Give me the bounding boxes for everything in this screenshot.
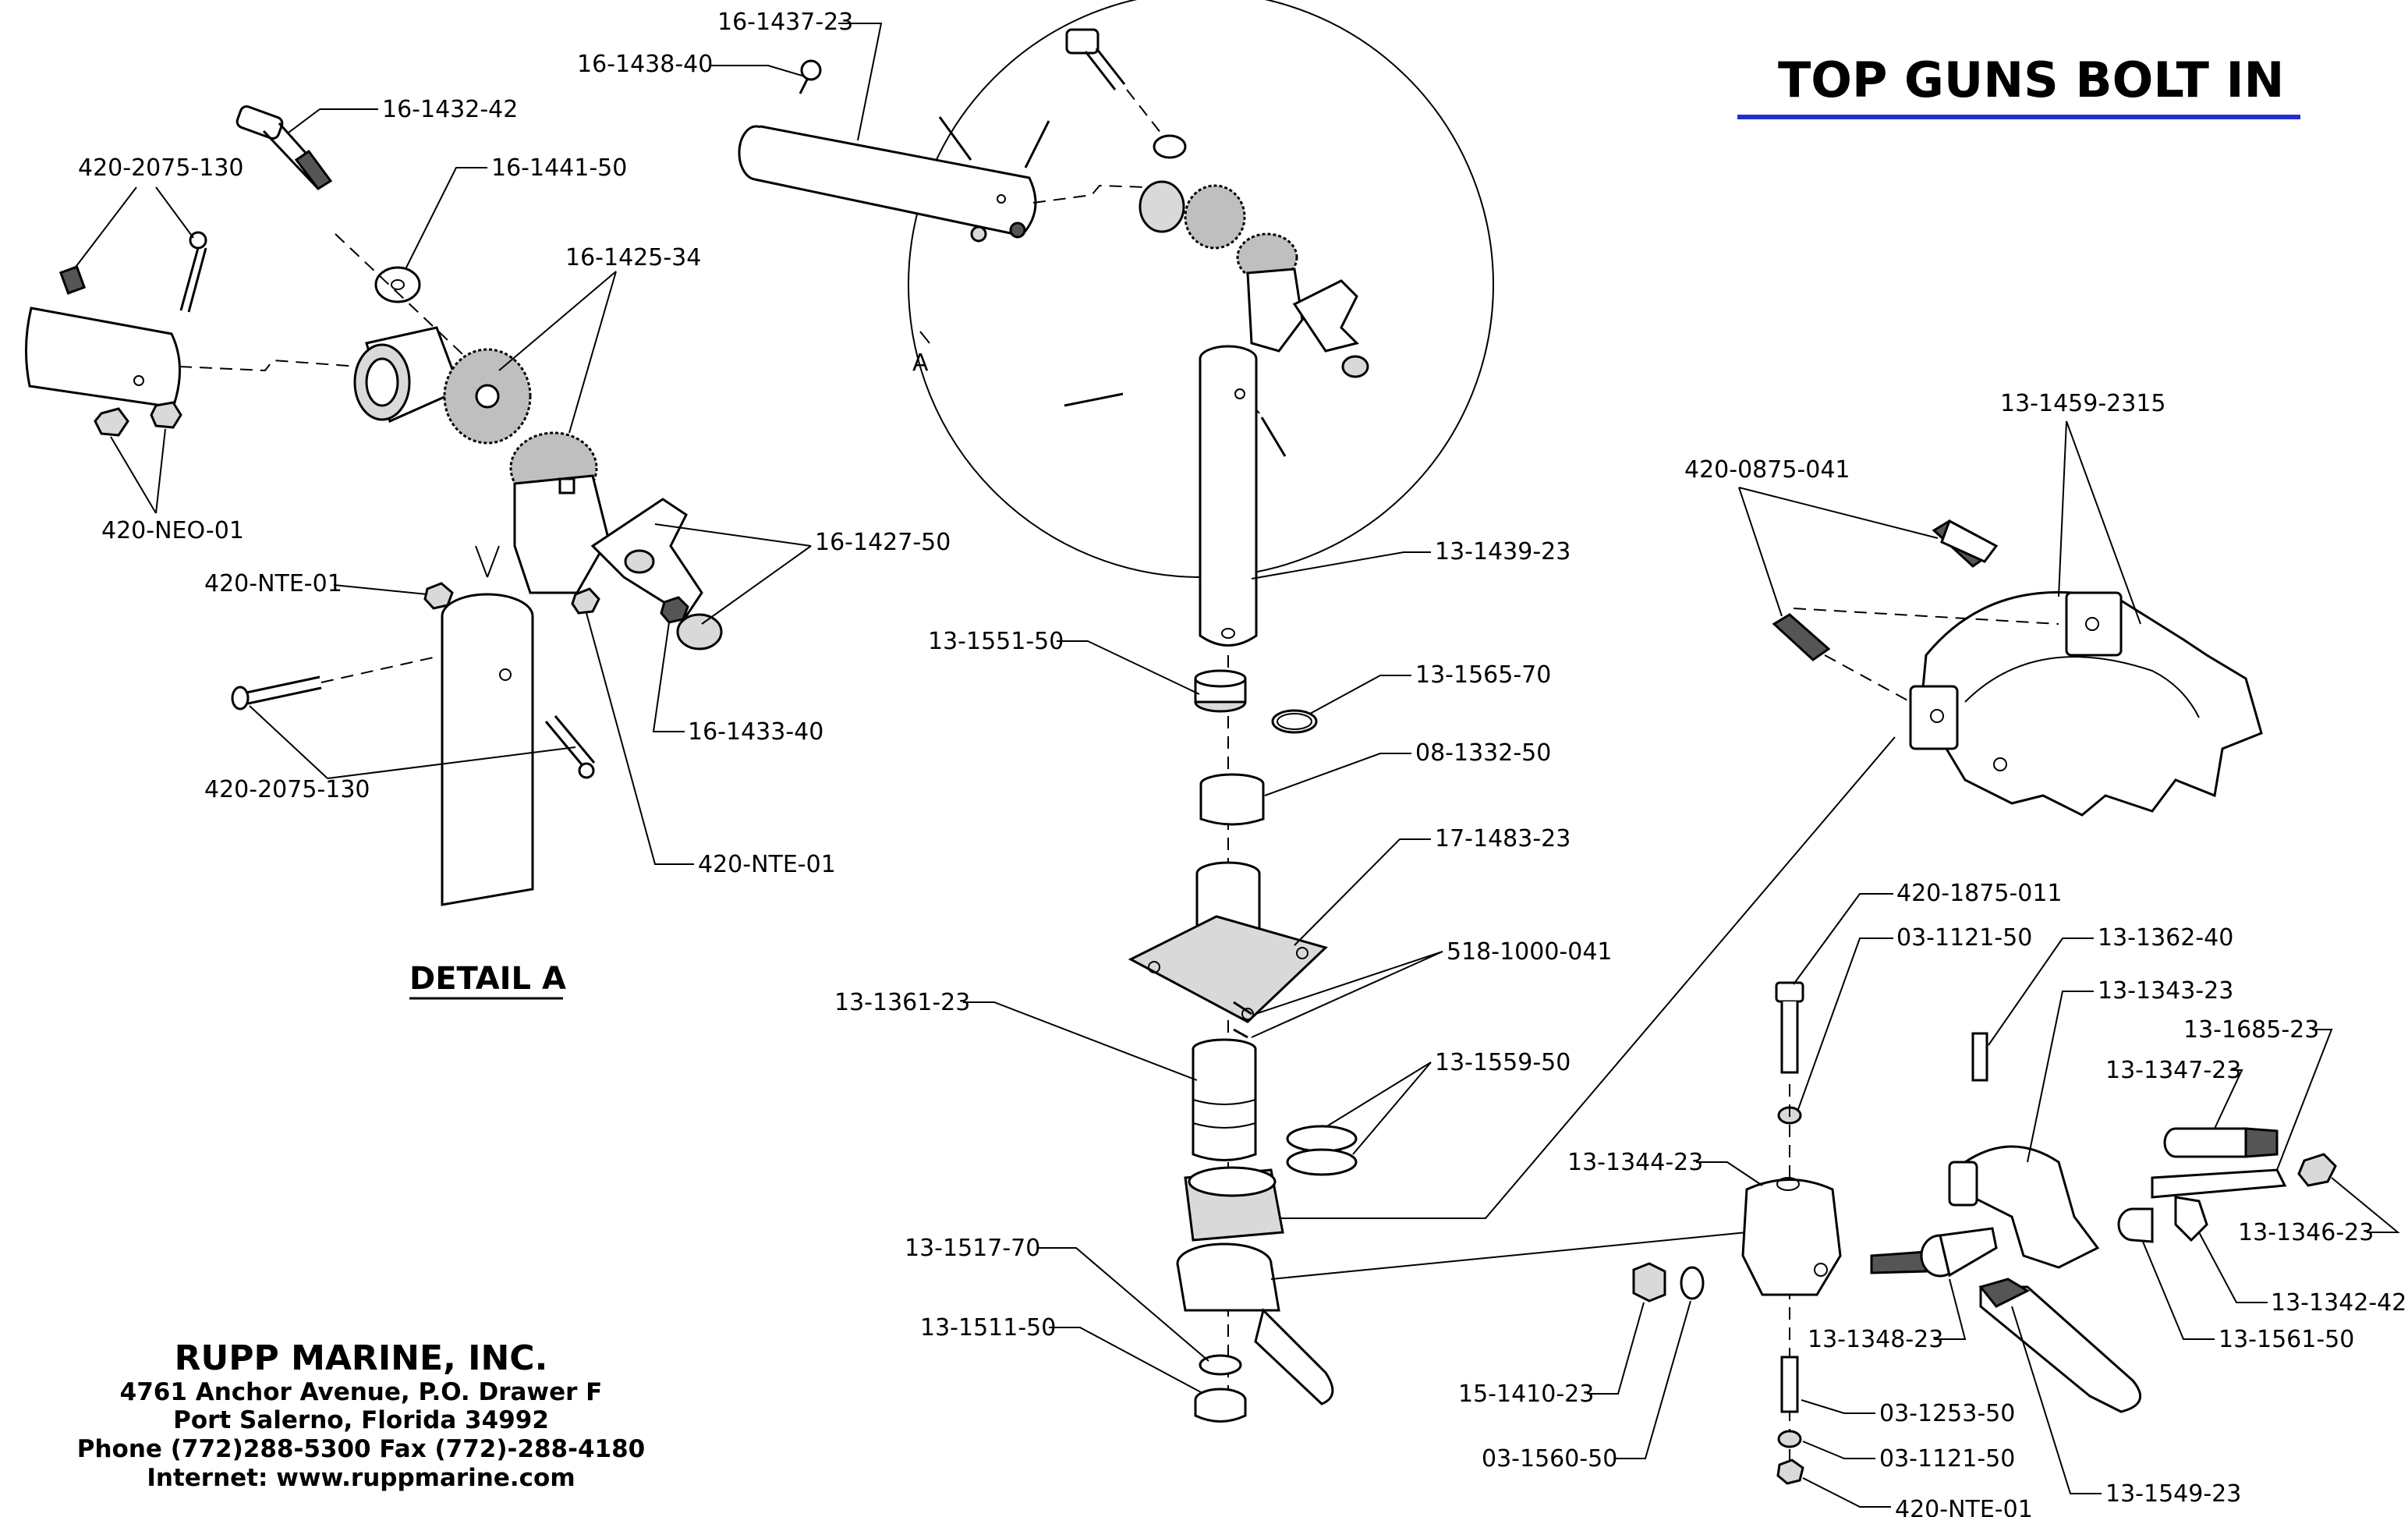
view-marker-a: A	[912, 349, 929, 377]
label-420-nte-01-c: 420-NTE-01	[1895, 1496, 2033, 1517]
detail-a-caption: DETAIL A	[409, 961, 566, 997]
nut-nte-b	[571, 587, 600, 615]
label-420-neo-01: 420-NEO-01	[101, 517, 244, 544]
label-13-1344-23: 13-1344-23	[1567, 1149, 1703, 1176]
label-13-1511-50: 13-1511-50	[920, 1314, 1056, 1342]
company-name: RUPP MARINE, INC.	[175, 1338, 548, 1378]
label-13-1439-23: 13-1439-23	[1435, 538, 1571, 565]
company-address-line1: 4761 Anchor Avenue, P.O. Drawer F	[120, 1378, 603, 1406]
label-13-1347-23: 13-1347-23	[2105, 1057, 2241, 1084]
nut-16-1433-40	[660, 596, 689, 624]
center-hub	[1138, 180, 1185, 233]
bolt-420-1875-011	[1775, 981, 1804, 1003]
label-03-1560-50: 03-1560-50	[1482, 1445, 1617, 1473]
company-address-line2: Port Salerno, Florida 34992	[173, 1406, 549, 1434]
knob-cap	[676, 613, 723, 650]
label-13-1551-50: 13-1551-50	[928, 628, 1064, 655]
detail-a-assembly	[24, 105, 723, 906]
label-16-1425-34: 16-1425-34	[565, 244, 701, 271]
label-420-2075-130-bottom: 420-2075-130	[204, 776, 370, 803]
label-16-1441-50: 16-1441-50	[491, 154, 627, 182]
label-13-1343-23: 13-1343-23	[2098, 977, 2233, 1005]
spacer-03-1253-50	[1780, 1356, 1799, 1413]
diagram-title: TOP GUNS BOLT IN	[1778, 51, 2284, 108]
label-03-1253-50: 03-1253-50	[1879, 1400, 2015, 1427]
label-420-0875-041: 420-0875-041	[1684, 456, 1850, 484]
washer-03-1560-50	[1680, 1266, 1705, 1300]
nut-neo-b	[150, 401, 182, 429]
detail-pipe	[441, 616, 534, 906]
nut-13-1346-23	[2297, 1153, 2337, 1187]
detail-a-labels: 16-1432-42 16-1441-50 420-2075-130 16-14…	[73, 96, 951, 1000]
plate-13-1342-42	[2174, 1196, 2208, 1242]
label-518-1000-041: 518-1000-041	[1447, 938, 1613, 966]
label-420-nte-01-b: 420-NTE-01	[698, 851, 836, 878]
label-03-1121-50-a: 03-1121-50	[1896, 924, 2032, 952]
clamp-half-13-1343-23	[1964, 1145, 2100, 1269]
label-13-1346-23: 13-1346-23	[2238, 1219, 2374, 1246]
clamp-body-13-1344-23	[1741, 1179, 1842, 1296]
label-08-1332-50: 08-1332-50	[1415, 739, 1551, 767]
bolt-16-1432-42	[235, 105, 333, 190]
label-15-1410-23: 15-1410-23	[1458, 1381, 1594, 1408]
bolt-13-1347-23	[2176, 1127, 2247, 1158]
ring-13-1559-50a	[1286, 1125, 1358, 1153]
label-13-1342-42: 13-1342-42	[2271, 1289, 2406, 1317]
center-labels: 16-1437-23 16-1438-40 13-1439-23 13-1551…	[577, 9, 1896, 1393]
label-13-1348-23: 13-1348-23	[1808, 1326, 1943, 1353]
label-16-1433-40: 16-1433-40	[688, 718, 823, 746]
shaft-13-1348-23	[1870, 1250, 1928, 1274]
label-13-1549-23: 13-1549-23	[2105, 1480, 2241, 1508]
label-16-1427-50: 16-1427-50	[815, 529, 951, 556]
label-420-nte-01-a: 420-NTE-01	[204, 570, 342, 597]
label-13-1561-50: 13-1561-50	[2219, 1326, 2354, 1353]
company-phone: Phone (772)288-5300 Fax (772)-288-4180	[77, 1435, 646, 1463]
label-13-1517-70: 13-1517-70	[905, 1235, 1040, 1262]
label-16-1432-42: 16-1432-42	[382, 96, 518, 123]
label-13-1559-50: 13-1559-50	[1435, 1049, 1571, 1076]
main-pole	[1199, 359, 1258, 647]
base-plate-17-1483-23	[1128, 915, 1328, 1023]
ring-13-1559-50b	[1286, 1148, 1358, 1176]
nut-neo-a	[94, 407, 129, 437]
label-17-1483-23: 17-1483-23	[1435, 825, 1571, 852]
stud-13-1685-23	[2151, 1168, 2287, 1199]
pin-13-1362-40	[1971, 1032, 1988, 1082]
company-block: RUPP MARINE, INC. 4761 Anchor Avenue, P.…	[77, 1338, 646, 1492]
right-labels: 13-1459-2315 420-0875-041 420-1875-011 0…	[1458, 390, 2406, 1517]
screw-lower	[231, 656, 596, 779]
label-03-1121-50-b: 03-1121-50	[1879, 1445, 2015, 1473]
label-13-1362-40: 13-1362-40	[2098, 924, 2233, 952]
label-16-1437-23: 16-1437-23	[717, 9, 853, 36]
center-handle	[1254, 1308, 1334, 1405]
handle-13-1549-23	[1979, 1285, 2141, 1413]
label-13-1565-70: 13-1565-70	[1415, 661, 1551, 689]
screw-upper	[179, 231, 207, 313]
label-13-1685-23: 13-1685-23	[2183, 1016, 2319, 1044]
center-assembly: A	[738, 0, 1494, 1423]
company-internet: Internet: www.ruppmarine.com	[147, 1464, 575, 1492]
label-16-1438-40: 16-1438-40	[577, 51, 713, 78]
label-420-1875-011: 420-1875-011	[1896, 880, 2063, 907]
nut-15-1410-23	[1632, 1262, 1666, 1303]
top-tube	[754, 125, 1037, 237]
washer-16-1441-50	[374, 266, 421, 303]
capscrew-b	[1772, 613, 1831, 661]
detail-tube-left	[24, 307, 181, 409]
label-13-1361-23: 13-1361-23	[834, 989, 970, 1016]
label-13-1459-2315: 13-1459-2315	[2000, 390, 2166, 417]
label-420-2075-130-top: 420-2075-130	[78, 154, 244, 182]
right-assembly	[1632, 519, 2337, 1485]
